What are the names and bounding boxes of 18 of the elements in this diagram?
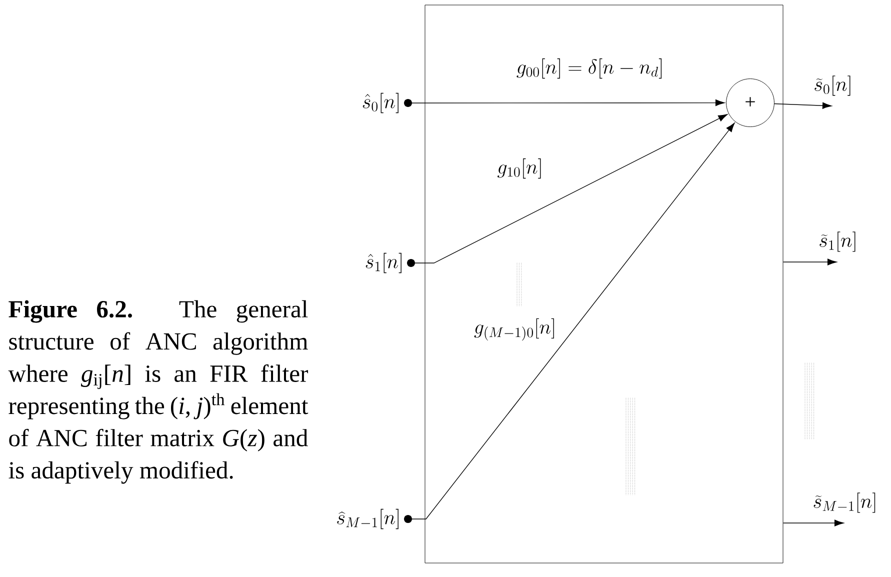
arrow (412, 100, 725, 106)
edge-label: $g_{10}[n]$ (497, 158, 541, 179)
arrow (414, 114, 728, 264)
arrow (782, 520, 844, 526)
input-signal-label: $\hat{s}_0[n]$ (362, 92, 412, 114)
arrow (774, 102, 832, 109)
output-signal-label: $\widetilde{s}_0[n]$ (814, 76, 850, 96)
edge-label: $g_{(M-1)0}[n]$ (472, 317, 558, 342)
summing-junction: + (726, 78, 774, 127)
figure-caption: Figure 6.2. The general structure of ANC algorithm where g$_{ij}$[n] is an FIR filter representing the (i, j)$^{th}$ element of ANC filter matrix G(z) and is adaptively modified. (8, 300, 308, 484)
arrow (782, 258, 837, 266)
output-signal-label: $\widetilde{s}_1[n]$ (820, 232, 856, 252)
input-signal-label: $\widehat{s}_{M-1}[n]$ (337, 508, 412, 530)
input-signal-label: $\hat{s}_1[n]$ (366, 252, 415, 274)
output-signal-label: $\widetilde{s}_{M-1}[n]$ (814, 492, 876, 513)
arrow (412, 122, 735, 520)
filter-matrix-box (424, 4, 784, 564)
edge-label: $g_{00}[n]=\delta[n-n_d]$ (516, 58, 662, 79)
